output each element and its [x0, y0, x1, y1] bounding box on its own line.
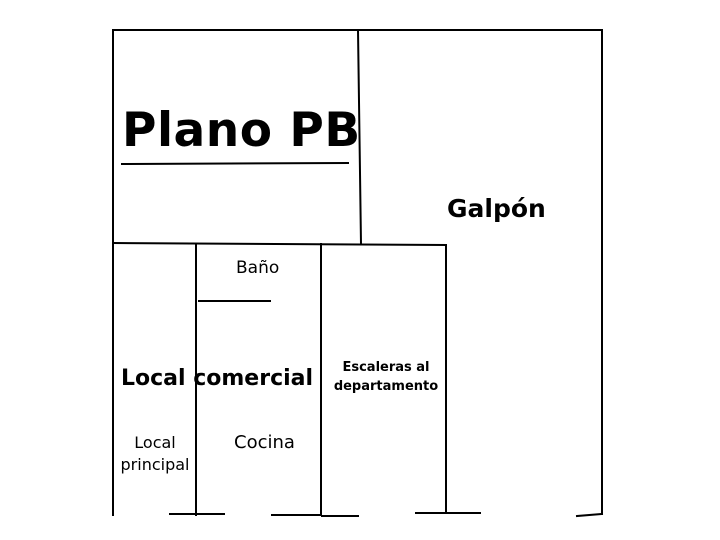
room-label-galpon: Galpón	[447, 194, 546, 223]
plan-title: Plano PB	[122, 103, 361, 158]
room-label-local-principal: Local principal	[120, 433, 190, 475]
room-label-bano: Baño	[236, 258, 280, 278]
room-label-escaleras: Escaleras al departamento	[333, 360, 439, 394]
room-label-cocina: Cocina	[234, 432, 295, 453]
wall-title-box-right	[356, 28, 363, 246]
wall-mid-horizontal	[111, 241, 448, 247]
title-underline	[120, 161, 350, 166]
room-label-local-comercial: Local comercial	[121, 366, 314, 391]
wall-bottom-right-segment	[575, 512, 604, 518]
